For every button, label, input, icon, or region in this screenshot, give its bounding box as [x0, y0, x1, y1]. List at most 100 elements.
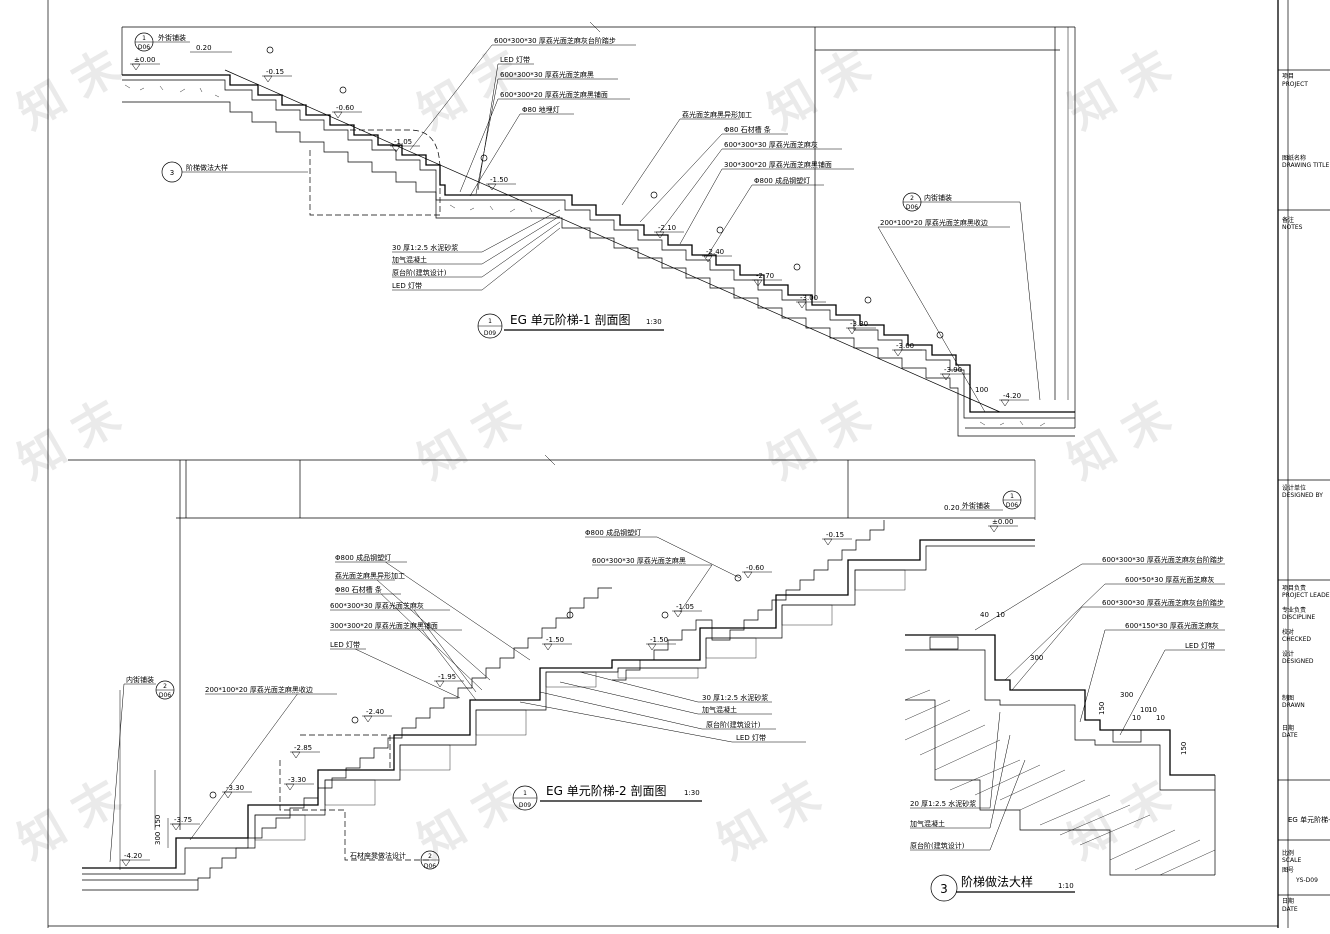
level-label: -3.60	[896, 342, 914, 350]
svg-text:150: 150	[1098, 702, 1106, 715]
svg-text:10: 10	[1156, 714, 1165, 722]
svg-text:300: 300	[1030, 654, 1043, 662]
svg-text:知 末: 知 末	[759, 39, 880, 140]
svg-text:1: 1	[488, 318, 492, 325]
section-2-level-marks: ±0.00-0.15-0.60-1.05-1.50-1.50-1.95-2.40…	[120, 504, 1018, 867]
level-mark: -1.95	[434, 673, 464, 688]
sheet-title: EG 单元阶梯-1	[1288, 815, 1330, 824]
level-triangle-icon	[363, 715, 373, 723]
level-mark: -2.85	[290, 744, 320, 759]
step-fill-1	[124, 84, 1046, 427]
leader-note: LED 灯带	[519, 701, 806, 743]
svg-text:D09: D09	[519, 802, 531, 809]
note-text: 荔光面芝麻黑异形加工	[682, 110, 752, 119]
leader-note: Φ80 石材槽 条	[335, 585, 483, 691]
level-label: -2.40	[706, 248, 724, 256]
svg-text:知 末: 知 末	[409, 39, 530, 140]
level-label: -2.85	[294, 744, 312, 752]
level-mark: -0.15	[262, 68, 292, 83]
svg-text:阶梯做法大样: 阶梯做法大样	[186, 163, 228, 172]
svg-text:D06: D06	[906, 204, 918, 211]
note-text: 30 厚1:2.5 水泥砂浆	[392, 243, 458, 252]
title-block-text: NOTES	[1282, 224, 1303, 231]
level-mark: -2.10	[654, 224, 684, 239]
title-block-text: CHECKED	[1282, 636, 1311, 643]
svg-text:300: 300	[154, 832, 162, 845]
title-block-text: 图纸名称	[1282, 154, 1306, 162]
level-triangle-icon	[847, 327, 857, 335]
leader-note: Φ80 石材槽 条	[639, 125, 788, 223]
leader-note: 30 厚1:2.5 水泥砂浆	[392, 209, 561, 253]
level-triangle-icon	[223, 791, 233, 799]
level-mark: -0.60	[332, 104, 362, 119]
level-label: -4.20	[1003, 392, 1021, 400]
level-mark: -1.50	[646, 636, 676, 651]
level-mark: -4.20	[120, 852, 150, 867]
level-triangle-icon	[131, 63, 141, 71]
level-mark: -3.30	[846, 320, 876, 335]
ref-detail-1: 3 阶梯做法大样	[161, 161, 308, 183]
ref-detail-2: 2 D06 石材座凳做法设计	[350, 850, 440, 870]
level-triangle-icon	[647, 643, 657, 651]
svg-text:3: 3	[940, 882, 948, 896]
svg-text:知 末: 知 末	[1059, 389, 1180, 490]
svg-text:外街铺装: 外街铺装	[962, 501, 990, 510]
leader-note: 600*300*30 厚荔光面芝麻黑	[592, 556, 713, 613]
level-mark: ±0.00	[130, 56, 160, 71]
level-label: -1.50	[490, 176, 508, 184]
leader-note: 加气混凝土	[392, 215, 561, 265]
note-text: Φ80 石材槽 条	[724, 125, 771, 134]
leader-note: 原台阶(建筑设计)	[392, 221, 561, 278]
note-text: 200*100*20 厚荔光面芝麻黑收边	[880, 218, 988, 227]
note-text: Φ800 成品钢塑灯	[754, 176, 810, 185]
svg-text:阶梯做法大样: 阶梯做法大样	[961, 874, 1033, 889]
level-label: -0.15	[266, 68, 284, 76]
note-text: 300*300*20 厚荔光面芝麻黑铺面	[330, 621, 438, 630]
svg-text:外街铺装: 外街铺装	[158, 33, 186, 42]
level-mark: -1.05	[390, 138, 420, 153]
svg-text:日期: 日期	[1282, 897, 1294, 905]
top-edge-label: 0.20	[196, 44, 212, 52]
svg-text:1:30: 1:30	[646, 318, 662, 326]
note-text: LED 灯带	[736, 733, 766, 742]
section-1-level-marks: ±0.00-0.15-0.60-1.05-1.50-2.10-2.40-2.70…	[130, 44, 1029, 407]
svg-text:D06: D06	[138, 44, 150, 51]
title-block-text: 日期	[1282, 724, 1294, 732]
level-mark: -3.30	[284, 776, 314, 791]
title-block-text: 校对	[1282, 628, 1294, 636]
note-text: 20 厚1:2.5 水泥砂浆	[910, 799, 976, 808]
note-text: 600*300*30 厚荔光面芝麻灰台阶踏步	[1102, 598, 1224, 607]
level-triangle-icon	[797, 301, 807, 309]
ref-outer-1: 1 D06 外街铺装	[134, 32, 190, 52]
note-text: 600*300*30 厚荔光面芝麻灰台阶踏步	[1102, 555, 1224, 564]
section-2-title-text: EG 单元阶梯-2 剖面图	[546, 784, 666, 798]
title-block-text: DISCIPLINE	[1282, 614, 1315, 621]
level-triangle-icon	[543, 643, 553, 651]
level-mark: -1.50	[486, 176, 516, 191]
section-1-title: 1 D09 EG 单元阶梯-1 剖面图 1:30	[477, 313, 664, 339]
level-label: -3.90	[944, 366, 962, 374]
note-text: 300*300*20 厚荔光面芝麻黑铺面	[724, 160, 832, 169]
top-edge-label: 0.20	[944, 504, 960, 512]
svg-text:图号: 图号	[1282, 867, 1294, 874]
note-text: 600*300*30 厚荔光面芝麻黑	[592, 556, 686, 565]
column-markers-1	[266, 46, 944, 339]
leader-note: Φ800 成品钢塑灯	[335, 553, 531, 661]
level-label: -4.20	[124, 852, 142, 860]
leader-note: 600*300*30 厚荔光面芝麻灰	[330, 601, 477, 693]
title-block-text: DESIGNED BY	[1282, 492, 1323, 499]
fill-blocks-2	[254, 569, 906, 841]
ref-outer-2: 1 D06 外街铺装	[960, 490, 1022, 511]
note-text: 600*50*30 厚荔光面芝麻灰	[1125, 575, 1214, 584]
section-2: ±0.00-0.15-0.60-1.05-1.50-1.50-1.95-2.40…	[68, 454, 1036, 891]
level-mark: -3.00	[796, 294, 826, 309]
note-text: 30 厚1:2.5 水泥砂浆	[702, 693, 768, 702]
level-label: -3.75	[174, 816, 192, 824]
level-mark: -2.40	[362, 708, 392, 723]
leader-note: 600*300*30 厚荔光面芝麻黑	[475, 70, 618, 195]
leader-note: 200*100*20 厚荔光面芝麻黑收边	[189, 685, 337, 841]
